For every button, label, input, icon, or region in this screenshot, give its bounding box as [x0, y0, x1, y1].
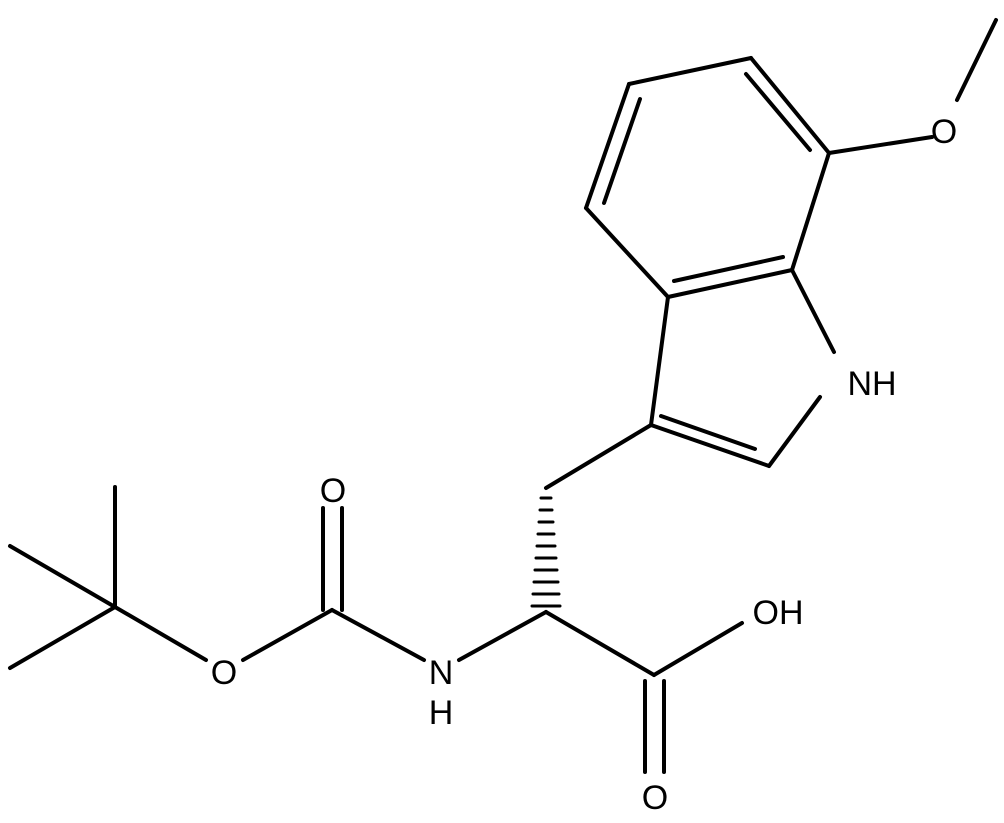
tbutyl-methyl-bond-3 [8, 605, 117, 670]
boc-carbonyl-oxygen-label: O [320, 472, 346, 510]
amide-nitrogen-label: N [429, 654, 454, 692]
pyrrole-bond-c7a-n [790, 268, 836, 354]
tbutyl-methyl-bond-2 [8, 544, 117, 609]
benzene-bond-5 [666, 268, 794, 299]
alpha-to-acid-carbon-bond [544, 610, 656, 677]
benzene-bond-2 [627, 56, 753, 86]
methoxy-oxygen-label: O [931, 113, 957, 151]
benzene-bond-4 [584, 206, 670, 299]
ester-oxygen-to-tbutyl-bond [113, 605, 208, 662]
alpha-to-nitrogen-bond [457, 610, 548, 662]
benzene-bond-5-inner [672, 255, 785, 283]
benzene-bond-1 [749, 56, 831, 155]
nitrogen-to-carbonyl-bond [330, 608, 426, 662]
methyl-to-oxygen-bond [955, 18, 998, 102]
amide-hydrogen-label: H [429, 694, 454, 732]
benzene-bond-6 [790, 151, 831, 272]
pyrrole-bond-c3-c3a [649, 295, 670, 427]
benzene-bond-1-inner [744, 72, 812, 152]
pyrrole-bond-n-c2 [767, 395, 822, 468]
pyrrole-bond-c2-c3 [649, 423, 771, 468]
benzene-bond-3-inner [602, 97, 642, 205]
benzene-bond-3 [584, 82, 631, 210]
ch2-bond [544, 423, 653, 490]
carbonyl-to-ester-oxygen-bond [241, 608, 334, 662]
acid-hydroxyl-label: OH [753, 594, 804, 632]
acid-c-oh-bond [652, 621, 744, 677]
acid-carbonyl-oxygen-label: O [642, 779, 668, 817]
ester-oxygen-label: O [211, 654, 237, 692]
hashed-wedge-bond [530, 496, 562, 608]
indole-nh-label: NH [847, 365, 896, 403]
oxygen-to-ring-bond [827, 135, 934, 155]
pyrrole-bond-c2-c3-inner [659, 414, 757, 451]
